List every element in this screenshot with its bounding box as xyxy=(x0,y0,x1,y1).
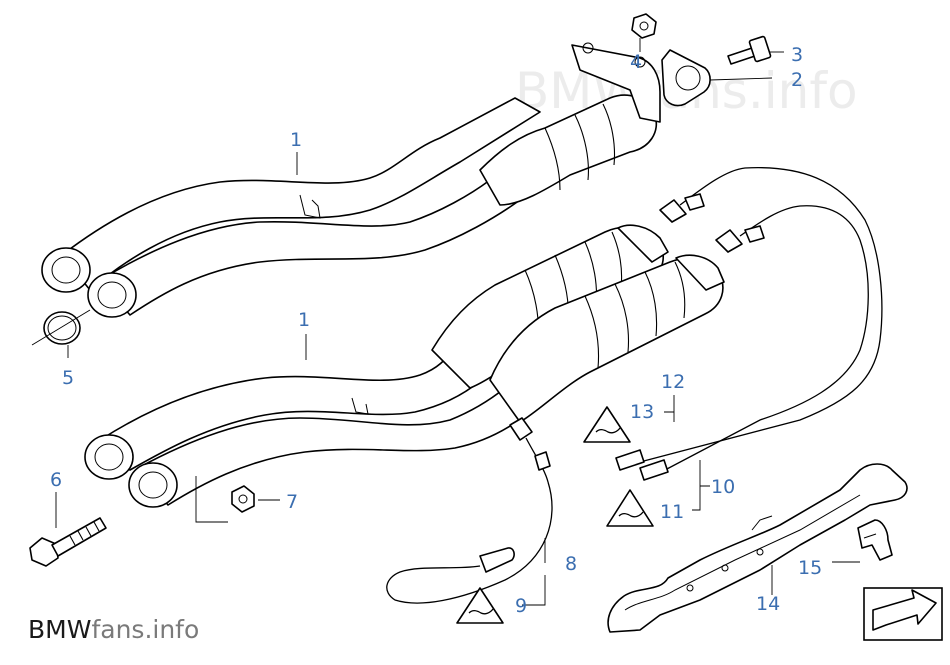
lambda-probe-rear-right[interactable] xyxy=(639,205,869,481)
callout-9: 9 xyxy=(515,595,527,617)
leader-lines xyxy=(31,38,860,606)
cable-holder[interactable] xyxy=(857,519,893,561)
callout-6: 6 xyxy=(50,469,62,491)
screw[interactable] xyxy=(29,517,107,567)
warning-triangle-icon xyxy=(456,587,504,624)
callout-1-upper: 1 xyxy=(290,129,302,151)
bolt[interactable] xyxy=(727,35,772,65)
callout-7: 7 xyxy=(286,491,298,513)
callout-8: 8 xyxy=(565,553,577,575)
lambda-probe-front[interactable] xyxy=(386,417,553,604)
watermark-bottom: BMWfans.info xyxy=(28,615,199,644)
callout-1-lower: 1 xyxy=(298,309,310,331)
callout-5: 5 xyxy=(62,367,74,389)
front-pipe-lower[interactable] xyxy=(84,224,725,508)
next-arrow-icon[interactable] xyxy=(863,587,943,641)
heat-shield-bracket[interactable] xyxy=(607,463,908,633)
seal-ring[interactable] xyxy=(43,311,81,345)
callout-10: 10 xyxy=(711,476,735,498)
front-pipe-upper[interactable] xyxy=(41,42,661,318)
callout-11: 11 xyxy=(660,501,684,523)
lambda-probe-rear-left[interactable] xyxy=(615,166,883,471)
nut[interactable] xyxy=(631,13,657,39)
callout-2: 2 xyxy=(791,69,803,91)
callout-12: 12 xyxy=(661,371,685,393)
gasket[interactable] xyxy=(661,49,711,107)
warning-triangle-icon xyxy=(606,489,654,527)
callout-13: 13 xyxy=(630,401,654,423)
self-locking-nut[interactable] xyxy=(231,485,255,513)
warning-triangle-icon xyxy=(583,406,631,443)
callout-3: 3 xyxy=(791,44,803,66)
callout-4: 4 xyxy=(630,51,642,73)
callout-14: 14 xyxy=(756,593,780,615)
callout-15: 15 xyxy=(798,557,822,579)
